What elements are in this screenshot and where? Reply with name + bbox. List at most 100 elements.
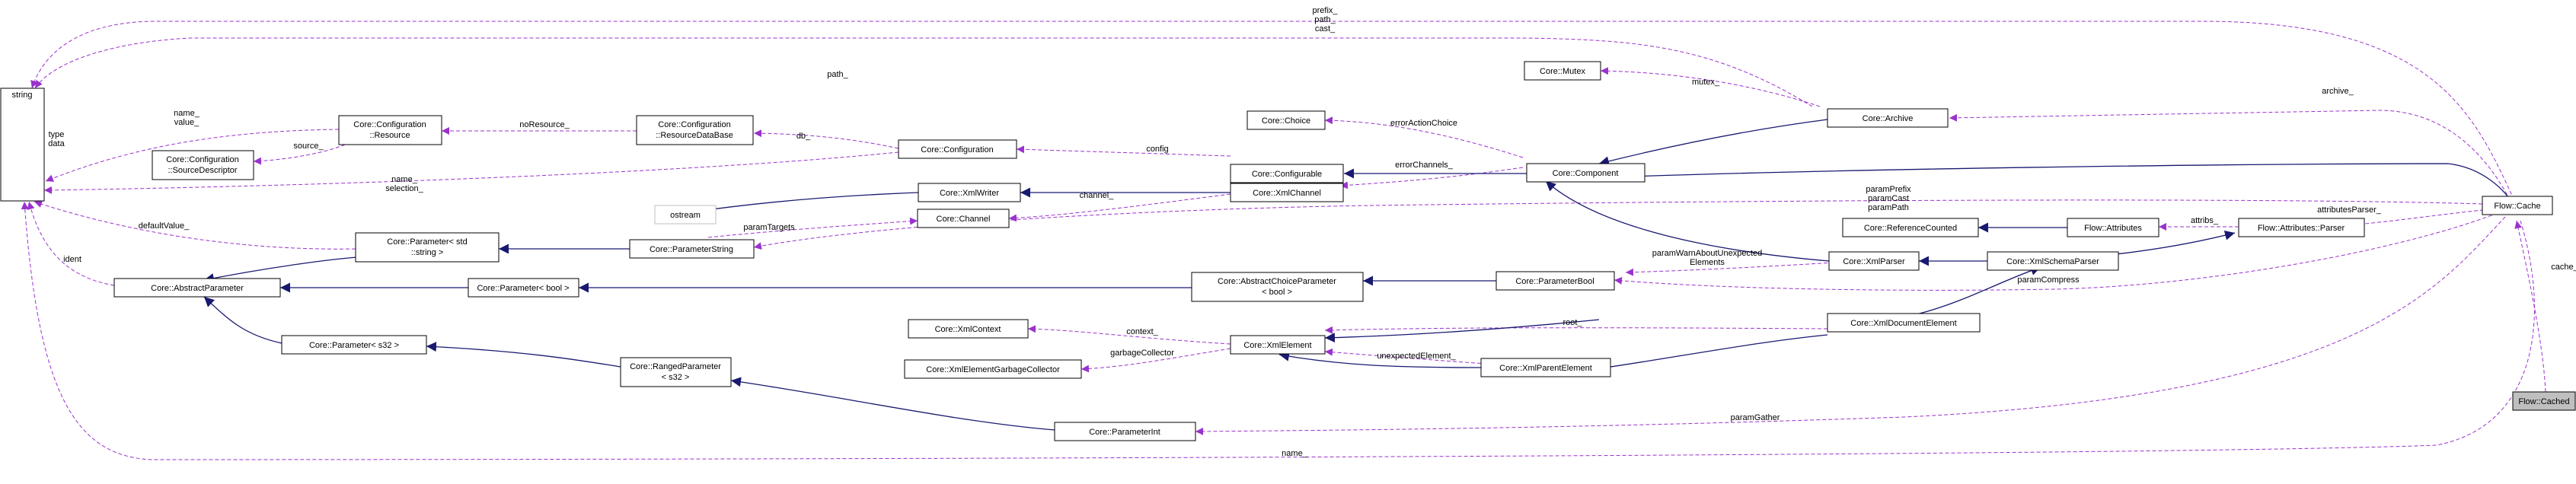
edge-label-context: context_ — [1126, 327, 1158, 336]
node-xmldocumentelement-label: Core::XmlDocumentElement — [1850, 319, 1956, 328]
edge-label-attribs: attribs_ — [2191, 216, 2219, 225]
node-xmlcontext[interactable]: Core::XmlContext — [908, 319, 1029, 339]
node-flow-attributes[interactable]: Flow::Attributes — [2067, 218, 2159, 237]
edge-label-name-bottom: name_ — [1282, 449, 1308, 458]
edge-label-type: type — [49, 130, 65, 139]
node-flow-cached[interactable]: Flow::Cached — [2512, 391, 2576, 411]
node-configuration-resourcedatabase-label-2: ::ResourceDataBase — [656, 131, 733, 140]
edge-label-garbagecollector: garbageCollector — [1110, 349, 1174, 358]
node-parameterint[interactable]: Core::ParameterInt — [1054, 422, 1196, 441]
edge-cache-string-name — [21, 201, 2535, 460]
node-parameterstring[interactable]: Core::ParameterString — [629, 239, 755, 259]
edge-label-attributesparser: attributesParser_ — [2317, 205, 2382, 215]
edge-label-noresource: noResource_ — [519, 120, 570, 129]
edge-label-archive: archive_ — [2322, 87, 2354, 96]
edge-parentelement-docelement — [1594, 334, 1828, 373]
node-xmlschemaparser[interactable]: Core::XmlSchemaParser — [1987, 251, 2119, 271]
edge-label-cast: cast_ — [1315, 24, 1336, 33]
edge-cache-paramstring — [753, 199, 2483, 250]
edge-cache-archive — [1949, 110, 2514, 206]
node-choice[interactable]: Core::Choice — [1247, 110, 1326, 130]
edge-label-paramprefix: paramPrefix — [1866, 185, 1911, 194]
node-xmlchannel[interactable]: Core::XmlChannel — [1230, 183, 1344, 202]
node-channel[interactable]: Core::Channel — [917, 209, 1010, 228]
edge-xmlelement-gc — [1081, 348, 1231, 373]
edge-stdstring-string-default — [34, 200, 356, 250]
edge-label-name-selection-name: name_ — [391, 175, 418, 184]
node-string[interactable]: string — [0, 88, 45, 202]
node-xmlwriter-label: Core::XmlWriter — [940, 189, 999, 198]
node-xmlwriter[interactable]: Core::XmlWriter — [918, 183, 1021, 202]
node-abstractchoiceparameter-label-2: < bool > — [1262, 288, 1292, 297]
node-flow-attributes-label: Flow::Attributes — [2084, 224, 2142, 233]
node-configurable[interactable]: Core::Configurable — [1230, 164, 1344, 183]
node-configuration-resourcedatabase[interactable]: Core::Configuration ::ResourceDataBase — [636, 115, 754, 145]
edge-label-value: value_ — [174, 118, 200, 127]
node-abstractparameter-label: Core::AbstractParameter — [151, 284, 244, 293]
edge-label-prefix: prefix_ — [1312, 6, 1338, 15]
node-configuration-resource[interactable]: Core::Configuration ::Resource — [338, 115, 442, 145]
node-archive[interactable]: Core::Archive — [1827, 108, 1949, 128]
node-configurable-label: Core::Configurable — [1252, 170, 1322, 179]
node-referencecounted[interactable]: Core::ReferenceCounted — [1842, 218, 1979, 237]
edge-cache-paramint — [1195, 216, 2506, 435]
node-flow-cache[interactable]: Flow::Cache — [2482, 196, 2553, 215]
node-xmlelementgarbagecollector[interactable]: Core::XmlElementGarbageCollector — [904, 359, 1082, 379]
edge-label-paramcompress: paramCompress — [2017, 275, 2080, 285]
edge-configuration-string-name — [43, 151, 899, 194]
edge-label-cache: cache_ — [2551, 263, 2576, 272]
node-component[interactable]: Core::Component — [1526, 163, 1646, 183]
edge-label-channel: channel_ — [1080, 191, 1115, 200]
node-mutex[interactable]: Core::Mutex — [1524, 61, 1601, 81]
edge-label-mutex: mutex_ — [1692, 78, 1720, 87]
node-xmlparser[interactable]: Core::XmlParser — [1828, 251, 1920, 271]
node-configuration-label: Core::Configuration — [921, 145, 993, 154]
node-xmlchannel-label: Core::XmlChannel — [1253, 189, 1321, 198]
edge-label-name: name_ — [174, 109, 200, 118]
edge-abstractparam-string-ident — [27, 201, 115, 286]
node-configuration-sourcedescriptor[interactable]: Core::Configuration ::SourceDescriptor — [152, 150, 254, 180]
edge-label-path: path_ — [1314, 15, 1336, 24]
edge-cache-string-prefix — [30, 21, 2517, 206]
node-ostream[interactable]: ostream — [654, 205, 717, 224]
node-xmlparentelement-label: Core::XmlParentElement — [1499, 364, 1592, 373]
node-parameter-std-string-label-1: Core::Parameter< std — [387, 237, 467, 247]
edge-label-source: source_ — [293, 142, 324, 151]
node-abstractchoiceparameter[interactable]: Core::AbstractChoiceParameter < bool > — [1191, 272, 1364, 302]
edge-xmlelement-xmlcontext — [1027, 325, 1231, 345]
node-xmldocumentelement[interactable]: Core::XmlDocumentElement — [1827, 313, 1981, 333]
node-abstractparameter[interactable]: Core::AbstractParameter — [113, 278, 281, 298]
edge-label-erroractionchoice: errorActionChoice — [1390, 119, 1457, 128]
edge-label-unexpectedelement: unexpectedElement_ — [1377, 352, 1456, 361]
node-parameterint-label: Core::ParameterInt — [1089, 428, 1160, 437]
edge-paramstring-channel — [707, 217, 918, 238]
node-parameter-bool-label: Core::Parameter< bool > — [477, 284, 569, 293]
node-xmlelement[interactable]: Core::XmlElement — [1230, 335, 1326, 355]
node-xmlparentelement[interactable]: Core::XmlParentElement — [1480, 358, 1611, 377]
edge-label-config: config — [1146, 145, 1168, 154]
edge-configurable-configuration — [1016, 145, 1231, 157]
edge-rangedparam-paramint — [730, 377, 1055, 431]
edge-component-xmlchannel — [1339, 167, 1524, 189]
edge-labels: prefix_ path_ cast_ path_ mutex_ archive… — [63, 6, 2576, 458]
node-channel-label: Core::Channel — [937, 215, 991, 224]
node-choice-label: Core::Choice — [1262, 116, 1310, 126]
node-flow-cached-label: Flow::Cached — [2518, 397, 2569, 406]
node-parameterbool[interactable]: Core::ParameterBool — [1495, 271, 1615, 291]
edge-label-parampath: paramPath — [1868, 203, 1909, 212]
edge-component-cache — [1629, 163, 2514, 205]
node-flow-attributes-parser[interactable]: Flow::Attributes::Parser — [2238, 218, 2365, 237]
node-parameter-std-string[interactable]: Core::Parameter< std ::string > — [355, 232, 500, 263]
node-rangedparameter[interactable]: Core::RangedParameter < s32 > — [620, 357, 732, 387]
edge-label-paramtargets: paramTargets — [743, 223, 795, 232]
node-ostream-label: ostream — [670, 211, 701, 220]
edge-abstractparam-stdstring — [203, 256, 359, 283]
edge-params32-rangedparam — [426, 342, 621, 368]
node-parameter-s32[interactable]: Core::Parameter< s32 > — [281, 335, 427, 355]
node-string-label: string — [12, 91, 33, 100]
node-parameter-bool[interactable]: Core::Parameter< bool > — [468, 278, 579, 298]
node-archive-label: Core::Archive — [1863, 114, 1914, 123]
node-flow-cache-label: Flow::Cache — [2494, 202, 2540, 211]
node-configuration[interactable]: Core::Configuration — [898, 139, 1017, 159]
